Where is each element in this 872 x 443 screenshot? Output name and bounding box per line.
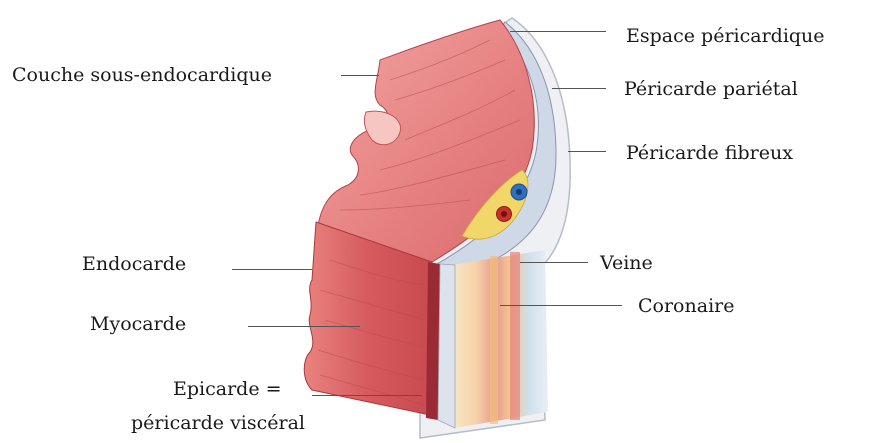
label-espace-pericardique: Espace péricardique	[626, 27, 825, 46]
label-couche-sous-endocardique: Couche sous-endocardique	[12, 66, 272, 85]
label-pericarde-parietal: Péricarde pariétal	[624, 80, 798, 99]
vein-stripe	[510, 252, 520, 420]
leader-myocarde	[248, 326, 360, 327]
leader-couche	[341, 75, 379, 76]
leader-veine	[520, 262, 588, 263]
leader-coronaire	[500, 305, 622, 306]
label-myocarde: Myocarde	[90, 315, 186, 334]
leader-epicarde	[312, 395, 422, 396]
label-pericarde-fibreux: Péricarde fibreux	[626, 144, 793, 163]
coronary-strip	[452, 250, 548, 428]
epicardium-layer	[426, 262, 440, 420]
artery-stripe	[490, 256, 498, 424]
label-endocarde: Endocarde	[82, 255, 186, 274]
leader-espace	[510, 31, 606, 32]
leader-parietal	[552, 88, 606, 89]
label-epicarde-line1: Epicarde =	[173, 380, 282, 399]
leader-fibreux	[568, 151, 606, 152]
visceral-membrane	[438, 264, 455, 428]
label-coronaire: Coronaire	[638, 297, 734, 316]
leader-endocarde	[232, 269, 312, 270]
label-veine: Veine	[600, 254, 653, 273]
label-epicarde-line2: péricarde viscéral	[131, 414, 305, 433]
